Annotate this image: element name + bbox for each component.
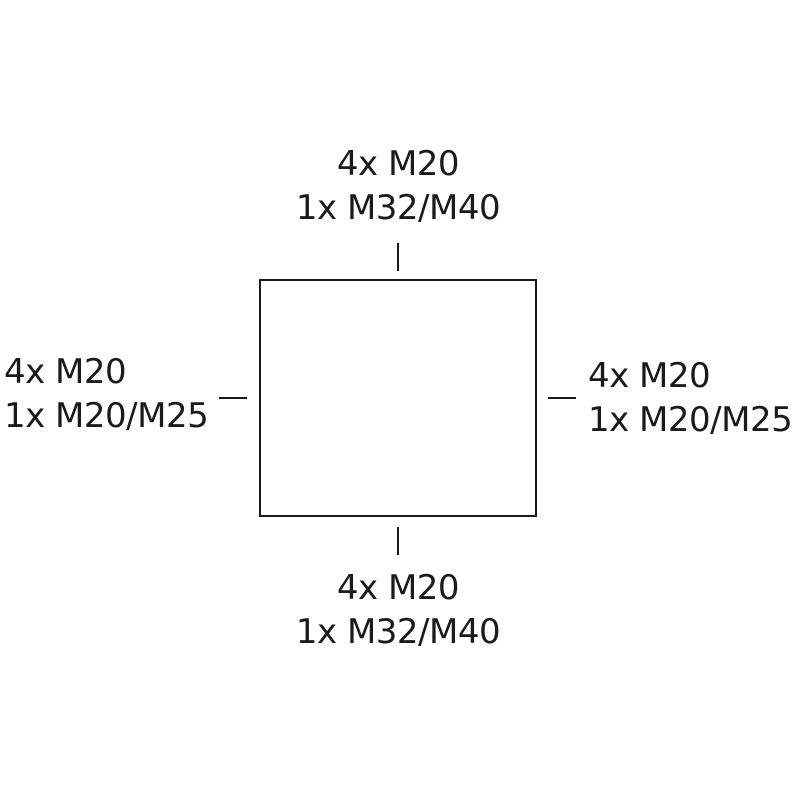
top-entry-label: 4x M20 1x M32/M40 [248,142,548,230]
top-entry-line2: 1x M32/M40 [295,188,501,228]
enclosure-outline [259,279,537,517]
top-entry-marker [397,243,399,271]
right-entry-label: 4x M20 1x M20/M25 [588,354,793,442]
bottom-entry-marker [397,527,399,555]
left-entry-label: 4x M20 1x M20/M25 [4,350,209,438]
top-entry-line1: 4x M20 [336,144,460,184]
left-entry-line1: 4x M20 [4,352,127,392]
right-entry-line1: 4x M20 [588,356,711,396]
right-entry-line2: 1x M20/M25 [588,400,793,440]
bottom-entry-line1: 4x M20 [336,568,460,608]
right-entry-marker [548,397,576,399]
bottom-entry-line2: 1x M32/M40 [295,612,501,652]
left-entry-line2: 1x M20/M25 [4,396,209,436]
left-entry-marker [219,397,247,399]
bottom-entry-label: 4x M20 1x M32/M40 [248,566,548,654]
